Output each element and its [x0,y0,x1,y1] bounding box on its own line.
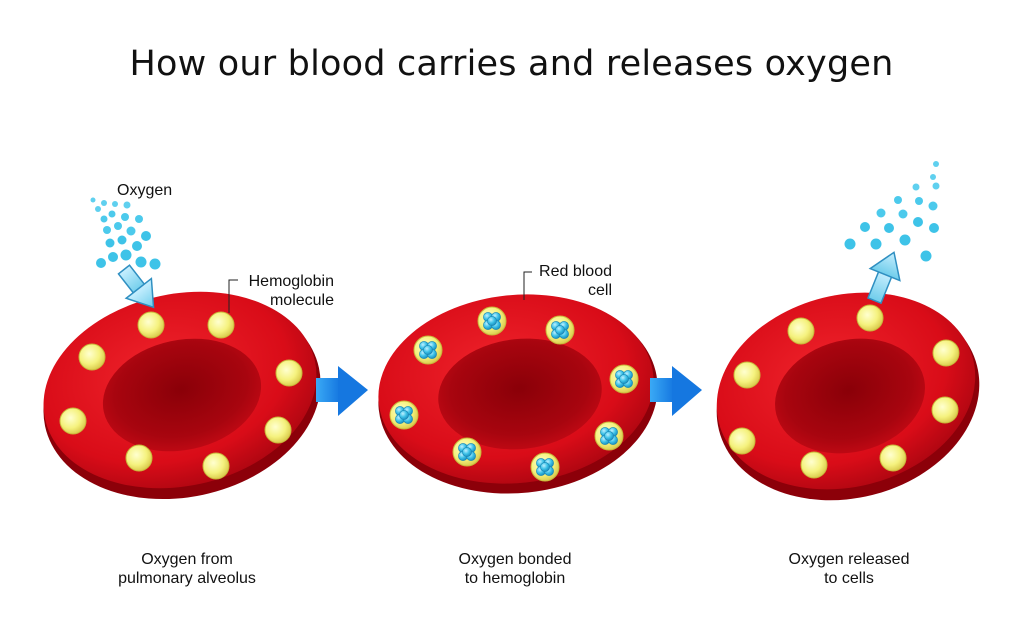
hemoglobin-molecule [264,416,292,444]
hemoglobin-molecule [202,452,230,480]
hemoglobin-molecule [275,359,303,387]
hemoglobin-label-line2: molecule [269,292,334,309]
hemoglobin-callout-line [228,279,238,313]
hemoglobin-molecule [78,343,106,371]
oxygen-molecules-released [844,161,940,262]
caption-cell-3: Oxygen released to cells [739,550,959,588]
hemoglobin-label-line1: Hemoglobin [248,273,334,290]
cell-oxygen-released [716,161,980,501]
red-blood-cell-label: Red blood cell [516,262,612,300]
hemoglobin-molecule [856,304,884,332]
hemoglobin-molecule [207,311,235,339]
bonded-hemoglobin-group [389,306,639,482]
flow-arrow-2 [650,366,702,416]
hemoglobin-bonded-oxygen [477,306,507,336]
diagram-title: How our blood carries and releases oxyge… [129,44,894,84]
hemoglobin-molecule [787,317,815,345]
hemoglobin-molecule [879,444,907,472]
hemoglobin-bonded-oxygen [452,437,482,467]
hemoglobin-bonded-oxygen [594,421,624,451]
cell-dimple [775,338,925,454]
caption-2-line2: to hemoglobin [464,570,566,587]
caption-2-line1: Oxygen bonded [458,551,572,568]
caption-1-line1: Oxygen from [141,551,233,568]
rbc-label-line2: cell [587,282,612,299]
hemoglobin-bonded-oxygen [413,335,443,365]
caption-cell-2: Oxygen bonded to hemoglobin [405,550,625,588]
caption-3-line1: Oxygen released [788,551,910,568]
cell-oxygen-bonded [378,294,658,494]
rbc-label-line1: Red blood [539,263,612,280]
hemoglobin-bonded-oxygen [609,364,639,394]
cell-dimple [102,338,262,452]
hemoglobin-label: Hemoglobin molecule [226,272,334,310]
oxygen-release-arrow [867,251,901,305]
hemoglobin-bonded-oxygen [389,400,419,430]
hemoglobin-molecule [125,444,153,472]
caption-cell-1: Oxygen from pulmonary alveolus [77,550,297,588]
hemoglobin-molecule [800,451,828,479]
hemoglobin-bonded-oxygen [545,315,575,345]
hemoglobin-molecule [137,311,165,339]
rbc-callout-line [523,271,532,300]
hemoglobin-bonded-oxygen [530,452,560,482]
hemoglobin-molecule [932,339,960,367]
hemoglobin-molecule [931,396,959,424]
oxygen-entry-arrow [117,264,155,309]
cell-oxygen-from-alveolus [43,197,321,500]
oxygen-molecules-incoming [90,197,161,270]
hemoglobin-molecule [728,427,756,455]
caption-3-line2: to cells [824,570,874,587]
hemoglobin-molecule [733,361,761,389]
cell-dimple [438,338,602,450]
hemoglobin-molecule [59,407,87,435]
caption-1-line2: pulmonary alveolus [118,570,256,587]
flow-arrow-1 [316,366,368,416]
oxygen-label: Oxygen [117,182,173,199]
